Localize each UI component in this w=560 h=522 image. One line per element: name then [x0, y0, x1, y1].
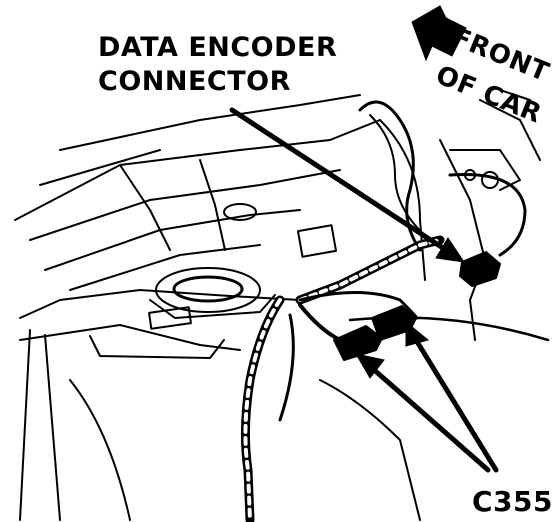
- cowl-line-4: [69, 244, 261, 291]
- cowl-rib-2: [199, 159, 226, 251]
- c355-harness-loop: [298, 291, 419, 320]
- oval-flange: [149, 294, 276, 319]
- encoder-leader-arrowhead: [435, 237, 466, 263]
- c355-leader-arrowhead-1: [354, 353, 385, 379]
- mount-pad-1: [148, 306, 192, 330]
- encoder-pigtail-wire: [448, 172, 527, 257]
- upper-clutter-1: [479, 99, 541, 161]
- cowl-line-3: [44, 209, 301, 271]
- hose-loop-2: [369, 114, 431, 241]
- c355-leader-line-1: [369, 365, 491, 473]
- hose-loop: [358, 100, 422, 252]
- right-vertical: [469, 299, 476, 341]
- front-of-car-arrow-icon: [411, 5, 467, 62]
- harness-branch-2: [278, 313, 295, 422]
- cowl-line-2: [29, 169, 341, 241]
- c355-leader-line-2: [413, 337, 499, 473]
- inner-panel-edge-2: [44, 334, 61, 521]
- data-encoder-label-line2: CONNECTOR: [98, 66, 291, 97]
- c355-connector-right: [371, 305, 417, 341]
- panel-flange: [89, 335, 225, 359]
- dash-top-2: [39, 149, 161, 186]
- data-encoder-label-line1: DATA ENCODER: [98, 32, 338, 63]
- c355-connector-left: [333, 325, 383, 361]
- body-panel-outline: [19, 289, 301, 319]
- c355-label: C355: [472, 485, 553, 518]
- c355-leader-arrowhead-2: [405, 320, 430, 347]
- inner-panel-edge: [19, 329, 31, 521]
- dash-top: [59, 94, 361, 151]
- bracket-1: [297, 224, 337, 258]
- lower-right-contour: [319, 379, 421, 521]
- oval-opening-inner: [172, 275, 244, 303]
- harness-branch: [298, 303, 342, 342]
- panel-lower-lip: [19, 324, 241, 351]
- oval-opening-outer: [155, 267, 261, 313]
- encoder-leader-line: [229, 107, 449, 253]
- wheel-well-curve: [69, 379, 131, 521]
- cowl-line-1: [14, 119, 381, 221]
- harness-main-hi: [298, 238, 442, 302]
- encoder-connector-body: [459, 251, 501, 287]
- harness-down-hi: [243, 298, 282, 522]
- cowl-rib: [119, 164, 171, 251]
- round-plug: [223, 203, 257, 221]
- upper-clutter-2: [499, 89, 531, 101]
